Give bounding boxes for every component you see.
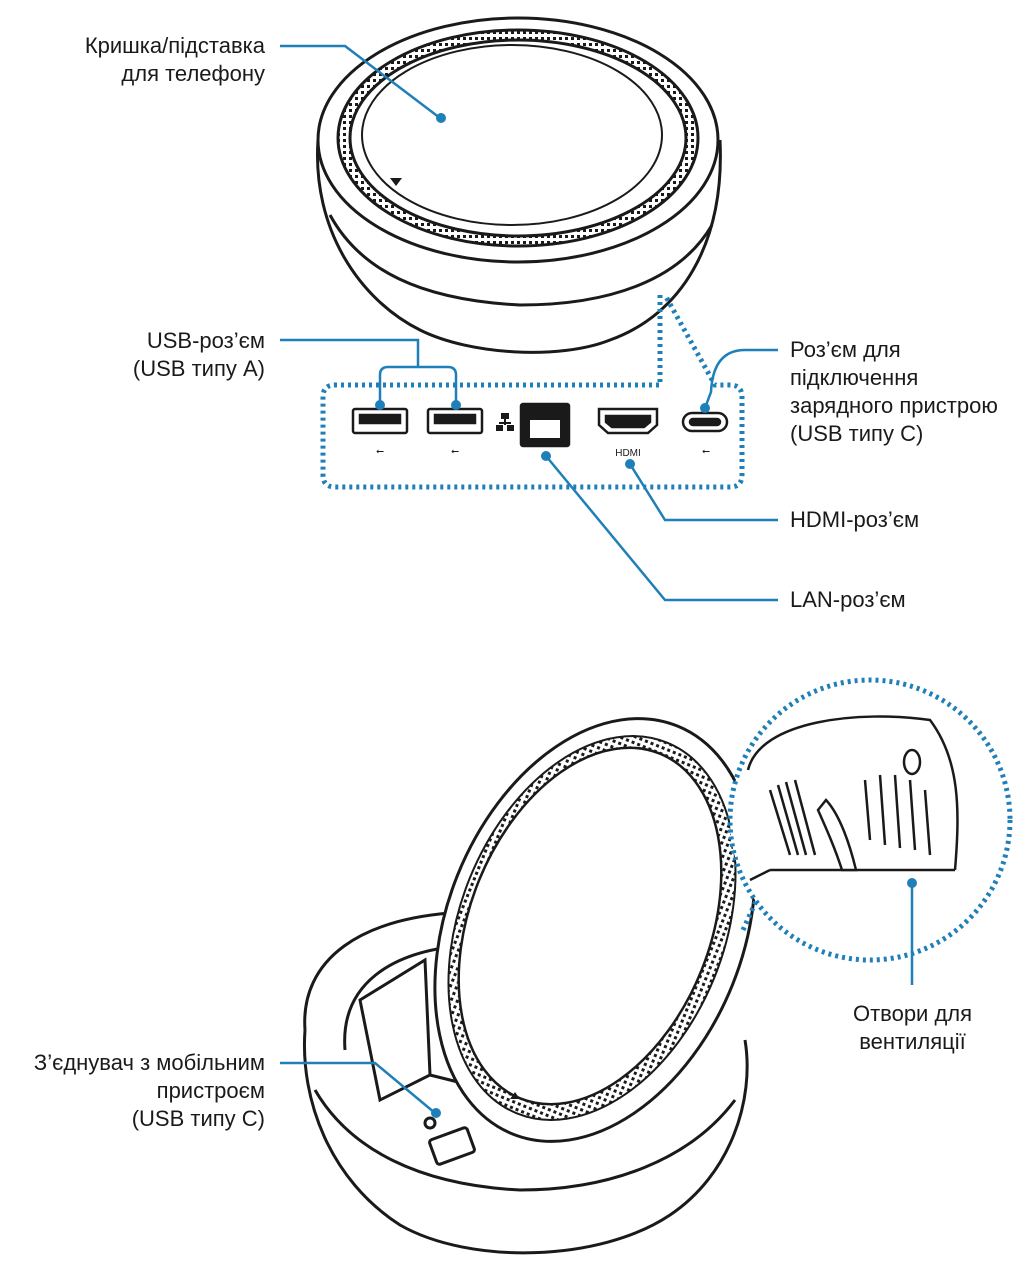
usb-a-label: USB-роз’єм (USB типу A)	[132, 328, 265, 381]
vent-inset	[727, 677, 1013, 963]
tilted-cover	[433, 717, 757, 1143]
usbc-glyph: ⭠	[702, 446, 710, 457]
hdmi-port-label: HDMI-роз’єм	[790, 507, 920, 532]
network-icon	[496, 413, 514, 431]
mobile-connector-label: З’єднувач з мобільним пристроєм (USB тип…	[33, 1050, 265, 1131]
alignment-arrow	[390, 178, 402, 186]
callout-lines-top	[280, 44, 778, 602]
callout-lines-bottom	[280, 883, 914, 1114]
ports	[351, 402, 729, 448]
usb-glyph-1: ⭠	[376, 446, 384, 457]
hdmi-glyph: HDMI	[615, 448, 641, 459]
dock-top	[315, 16, 722, 354]
port-panel-callout	[320, 293, 745, 490]
charger-port-label: Роз’єм для підключення зарядного пристро…	[790, 337, 998, 446]
usb-glyph-2: ⭠	[451, 446, 459, 457]
callout-dots-top	[375, 113, 710, 469]
vents-label: Отвори для вентиляції	[852, 1001, 973, 1054]
lan-port-label: LAN-роз’єм	[790, 587, 906, 612]
port-glyphs: ⭠ ⭠ HDMI ⭠	[376, 446, 710, 459]
cover-label: Кришка/підставка для телефону	[84, 33, 265, 86]
